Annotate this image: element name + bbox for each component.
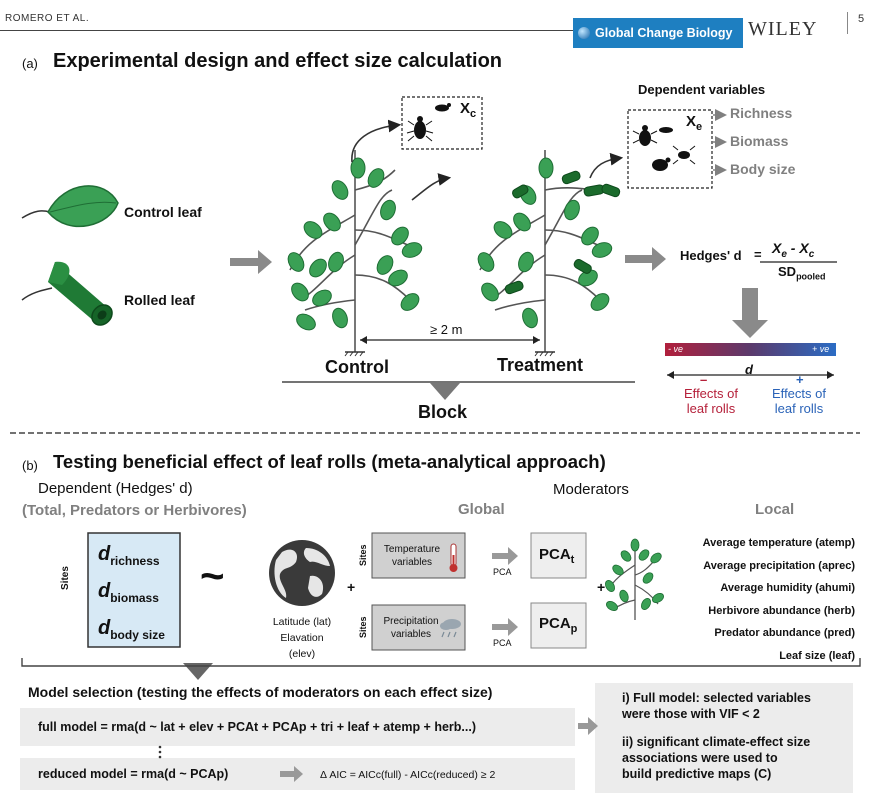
xe-box <box>627 109 713 189</box>
insect-icon <box>406 103 451 142</box>
globe-labels: Latitude (lat) Elavation (elev) <box>272 616 332 660</box>
hedges-label: Hedges' d <box>680 248 742 263</box>
small-plant-icon <box>605 538 664 620</box>
page-number-rule <box>847 12 848 34</box>
dependent-box <box>87 532 181 648</box>
d-richness: drichness <box>98 543 160 568</box>
formula-denominator: SDpooled <box>778 264 826 282</box>
panel-a-title: Experimental design and effect size calc… <box>53 50 503 72</box>
dep-var-biomass: Biomass <box>730 133 789 149</box>
pca-p-box <box>530 602 587 649</box>
results-text: i) Full model: selected variables were t… <box>622 691 811 781</box>
insects-icon <box>632 125 696 171</box>
arrow-to-model-selection <box>183 663 213 680</box>
panel-b-letter: (b) <box>22 458 38 473</box>
plus-global: + <box>347 579 356 595</box>
moderators-label: Moderators <box>553 481 629 498</box>
page-number: 5 <box>858 13 865 25</box>
globe-icon <box>578 27 590 39</box>
block-label: Block <box>418 402 468 422</box>
arrow-to-aic <box>280 766 303 782</box>
aic-text: Δ AIC = AICc(full) - AICc(reduced) ≥ 2 <box>320 769 496 781</box>
header-rule <box>0 30 575 31</box>
rolled-leaf-label: Rolled leaf <box>124 292 195 308</box>
results-box <box>595 683 853 793</box>
moderators-bracket <box>21 658 861 667</box>
formula-equals: = <box>754 247 762 262</box>
local-label: Local <box>755 501 795 518</box>
temperature-box <box>371 532 466 579</box>
arrow-to-results <box>578 717 598 735</box>
control-plant-leaves <box>287 157 423 331</box>
dep-var-richness: Richness <box>730 105 793 121</box>
treatment-plant-leaves <box>477 157 613 329</box>
globe-icon <box>269 540 335 606</box>
control-leaf-label: Control leaf <box>124 204 202 220</box>
xc-label: Xc <box>460 100 477 120</box>
control-label: Control <box>325 357 389 377</box>
gradient-neg-label: - ve <box>668 344 684 354</box>
pca-p-label: PCAp <box>539 615 578 635</box>
arrow-to-plants <box>230 250 272 274</box>
full-model-text: full model = rma(d ~ lat + elev + PCAt +… <box>38 720 476 734</box>
d-biomass: dbiomass <box>98 580 159 605</box>
arrow-to-hedges <box>625 247 666 271</box>
neg-effects-label: Effects of leaf rolls <box>684 386 738 416</box>
distance-label: ≥ 2 m <box>430 322 463 337</box>
global-label: Global <box>458 501 505 518</box>
formula-numerator: Xe - Xc <box>772 240 815 260</box>
xe-label: Xe <box>686 113 703 133</box>
reduced-model-text: reduced model = rma(d ~ PCAp) <box>38 767 229 781</box>
precipitation-box-label: Precipitation variables <box>383 616 439 640</box>
pca-label-temp: PCA <box>493 567 512 577</box>
local-var-atemp: Average temperature (atemp) <box>702 537 855 549</box>
arrow-to-gradient <box>732 288 768 338</box>
local-var-herb: Herbivore abundance (herb) <box>708 604 855 617</box>
thermometer-icon <box>449 543 458 572</box>
publisher-logo: WILEY <box>748 18 818 40</box>
gradient-pos-label: + ve <box>812 344 830 354</box>
local-var-aprec: Average precipitation (aprec) <box>703 559 855 572</box>
dependent-variables-title: Dependent variables <box>638 82 766 97</box>
local-variables-list: Average temperature (atemp) Average prec… <box>670 532 855 667</box>
d-axis-label: d <box>745 362 753 377</box>
plus-local: + <box>597 579 606 595</box>
journal-badge: Global Change Biology <box>573 18 743 48</box>
treatment-rolled-leaves <box>504 170 621 295</box>
sites-label-dependent: Sites <box>60 566 71 590</box>
pos-sign: + <box>796 372 804 387</box>
dependent-line-2: (Total, Predators or Herbivores) <box>22 502 247 519</box>
local-var-pred: Predator abundance (pred) <box>714 627 855 639</box>
pca-arrow-precip <box>492 618 518 636</box>
pca-t-box <box>530 532 587 579</box>
arrow-to-block <box>430 383 460 400</box>
panel-a-letter: (a) <box>22 56 38 71</box>
pca-label-precip: PCA <box>493 638 512 648</box>
full-model-box <box>20 708 575 746</box>
tilde: ~ <box>200 552 225 599</box>
neg-sign: – <box>700 372 708 387</box>
rain-cloud-icon <box>440 619 461 638</box>
temperature-box-label: Temperature variables <box>383 544 441 568</box>
d-body-size: dbody size <box>98 617 165 642</box>
sites-label-temp: Sites <box>358 544 368 566</box>
pos-effects-label: Effects of leaf rolls <box>772 386 826 416</box>
dependent-line-1: Dependent (Hedges' d) <box>38 480 193 497</box>
sites-label-precip: Sites <box>358 616 368 638</box>
local-var-leaf: Leaf size (leaf) <box>779 649 855 662</box>
panel-b-title: Testing beneficial effect of leaf rolls … <box>53 451 606 472</box>
pca-arrow-temp <box>492 547 518 565</box>
treatment-label: Treatment <box>497 355 584 375</box>
effect-size-gradient <box>665 343 836 356</box>
local-var-ahumi: Average humidity (ahumi) <box>720 582 855 594</box>
control-leaf-icon <box>21 185 119 228</box>
rolled-leaf-icon <box>21 261 113 326</box>
model-selection-title: Model selection (testing the effects of … <box>28 684 493 700</box>
journal-name: Global Change Biology <box>595 26 733 40</box>
dep-var-body-size: Body size <box>730 161 796 177</box>
pca-t-label: PCAt <box>539 546 575 566</box>
running-head-author: ROMERO ET AL. <box>5 13 90 24</box>
